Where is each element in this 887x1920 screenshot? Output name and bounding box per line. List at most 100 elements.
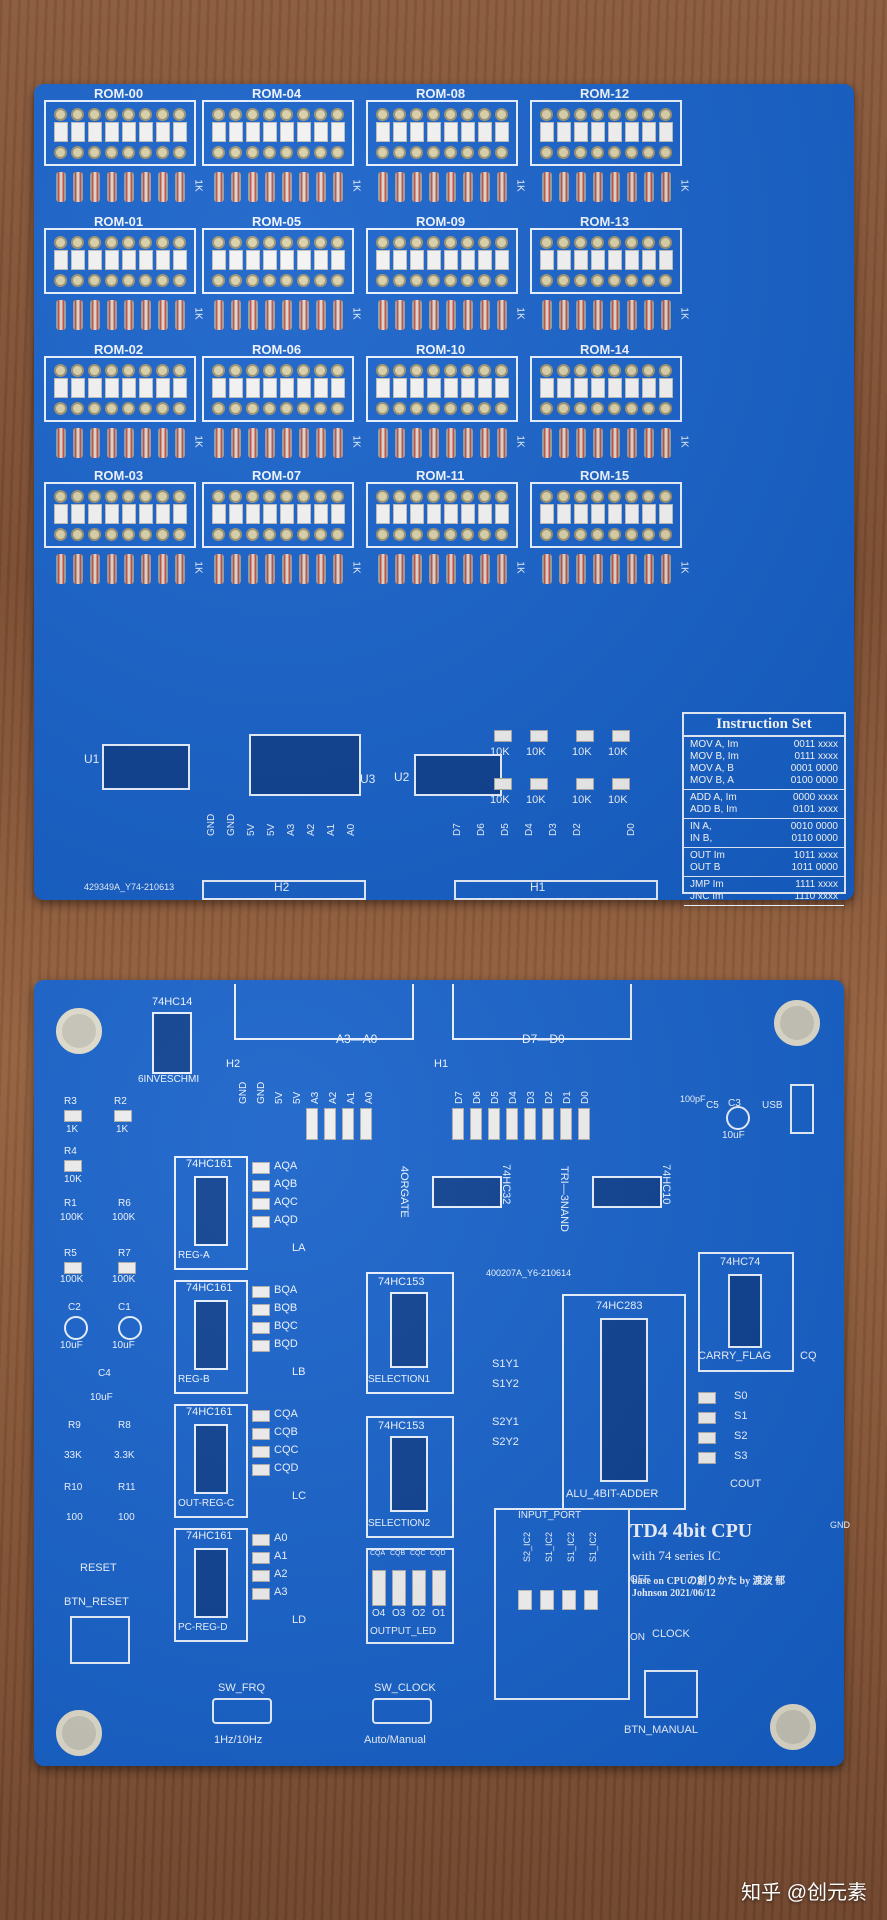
dip-switch[interactable] <box>246 122 260 142</box>
dip-switch[interactable] <box>54 378 68 398</box>
dip-switch[interactable] <box>461 122 475 142</box>
dip-switch[interactable] <box>393 122 407 142</box>
dip-switch[interactable] <box>71 122 85 142</box>
dip-switch[interactable] <box>376 122 390 142</box>
dip-switch[interactable] <box>608 122 622 142</box>
dip-switch[interactable] <box>410 504 424 524</box>
reset-button[interactable] <box>70 1616 130 1664</box>
usb-connector[interactable] <box>790 1084 814 1134</box>
dip-switch[interactable] <box>71 250 85 270</box>
dip-switch[interactable] <box>461 250 475 270</box>
dip-switch[interactable] <box>410 378 424 398</box>
dip-switch[interactable] <box>393 504 407 524</box>
dip-switch[interactable] <box>478 250 492 270</box>
dip-switch[interactable] <box>331 504 345 524</box>
dip-switch[interactable] <box>71 504 85 524</box>
dip-switch[interactable] <box>173 122 187 142</box>
dip-switch[interactable] <box>608 504 622 524</box>
dip-switch[interactable] <box>105 250 119 270</box>
dip-switch[interactable] <box>229 378 243 398</box>
dip-switch[interactable] <box>393 250 407 270</box>
dip-switch[interactable] <box>212 122 226 142</box>
dip-switch[interactable] <box>246 378 260 398</box>
dip-switch[interactable] <box>591 122 605 142</box>
dip-switch[interactable] <box>314 504 328 524</box>
dip-switch[interactable] <box>376 504 390 524</box>
dip-switch[interactable] <box>229 122 243 142</box>
dip-switch[interactable] <box>659 504 673 524</box>
dip-switch[interactable] <box>642 250 656 270</box>
dip-switch[interactable] <box>444 122 458 142</box>
dip-switch[interactable] <box>495 378 509 398</box>
dip-switch[interactable] <box>212 378 226 398</box>
dip-switch[interactable] <box>88 378 102 398</box>
dip-switch[interactable] <box>212 504 226 524</box>
dip-switch[interactable] <box>280 378 294 398</box>
dip-switch[interactable] <box>212 250 226 270</box>
dip-switch[interactable] <box>478 378 492 398</box>
dip-switch[interactable] <box>105 504 119 524</box>
input-dip-switch[interactable] <box>584 1590 598 1610</box>
dip-switch[interactable] <box>54 504 68 524</box>
dip-switch[interactable] <box>122 378 136 398</box>
dip-switch[interactable] <box>659 250 673 270</box>
dip-switch[interactable] <box>331 122 345 142</box>
dip-switch[interactable] <box>444 250 458 270</box>
dip-switch[interactable] <box>540 250 554 270</box>
dip-switch[interactable] <box>88 250 102 270</box>
dip-switch[interactable] <box>608 378 622 398</box>
dip-switch[interactable] <box>574 122 588 142</box>
dip-switch[interactable] <box>54 250 68 270</box>
dip-switch[interactable] <box>574 504 588 524</box>
dip-switch[interactable] <box>427 250 441 270</box>
dip-switch[interactable] <box>540 378 554 398</box>
dip-switch[interactable] <box>557 504 571 524</box>
dip-switch[interactable] <box>280 504 294 524</box>
dip-switch[interactable] <box>314 250 328 270</box>
dip-switch[interactable] <box>314 378 328 398</box>
dip-switch[interactable] <box>591 378 605 398</box>
dip-switch[interactable] <box>427 122 441 142</box>
dip-switch[interactable] <box>376 250 390 270</box>
dip-switch[interactable] <box>478 122 492 142</box>
dip-switch[interactable] <box>540 504 554 524</box>
dip-switch[interactable] <box>427 504 441 524</box>
dip-switch[interactable] <box>659 122 673 142</box>
dip-switch[interactable] <box>280 250 294 270</box>
dip-switch[interactable] <box>139 504 153 524</box>
dip-switch[interactable] <box>314 122 328 142</box>
dip-switch[interactable] <box>557 122 571 142</box>
dip-switch[interactable] <box>173 250 187 270</box>
dip-switch[interactable] <box>139 250 153 270</box>
dip-switch[interactable] <box>156 378 170 398</box>
frequency-switch[interactable] <box>212 1698 272 1724</box>
dip-switch[interactable] <box>478 504 492 524</box>
dip-switch[interactable] <box>246 504 260 524</box>
dip-switch[interactable] <box>263 250 277 270</box>
dip-switch[interactable] <box>444 378 458 398</box>
dip-switch[interactable] <box>263 378 277 398</box>
dip-switch[interactable] <box>156 504 170 524</box>
dip-switch[interactable] <box>139 378 153 398</box>
dip-switch[interactable] <box>495 122 509 142</box>
dip-switch[interactable] <box>393 378 407 398</box>
dip-switch[interactable] <box>625 378 639 398</box>
dip-switch[interactable] <box>461 504 475 524</box>
dip-switch[interactable] <box>625 250 639 270</box>
dip-switch[interactable] <box>280 122 294 142</box>
dip-switch[interactable] <box>229 250 243 270</box>
dip-switch[interactable] <box>642 122 656 142</box>
dip-switch[interactable] <box>574 378 588 398</box>
dip-switch[interactable] <box>246 250 260 270</box>
dip-switch[interactable] <box>331 250 345 270</box>
dip-switch[interactable] <box>173 378 187 398</box>
dip-switch[interactable] <box>297 378 311 398</box>
dip-switch[interactable] <box>495 504 509 524</box>
dip-switch[interactable] <box>122 504 136 524</box>
clock-mode-switch[interactable] <box>372 1698 432 1724</box>
dip-switch[interactable] <box>263 122 277 142</box>
dip-switch[interactable] <box>410 250 424 270</box>
input-dip-switch[interactable] <box>540 1590 554 1610</box>
dip-switch[interactable] <box>331 378 345 398</box>
dip-switch[interactable] <box>461 378 475 398</box>
